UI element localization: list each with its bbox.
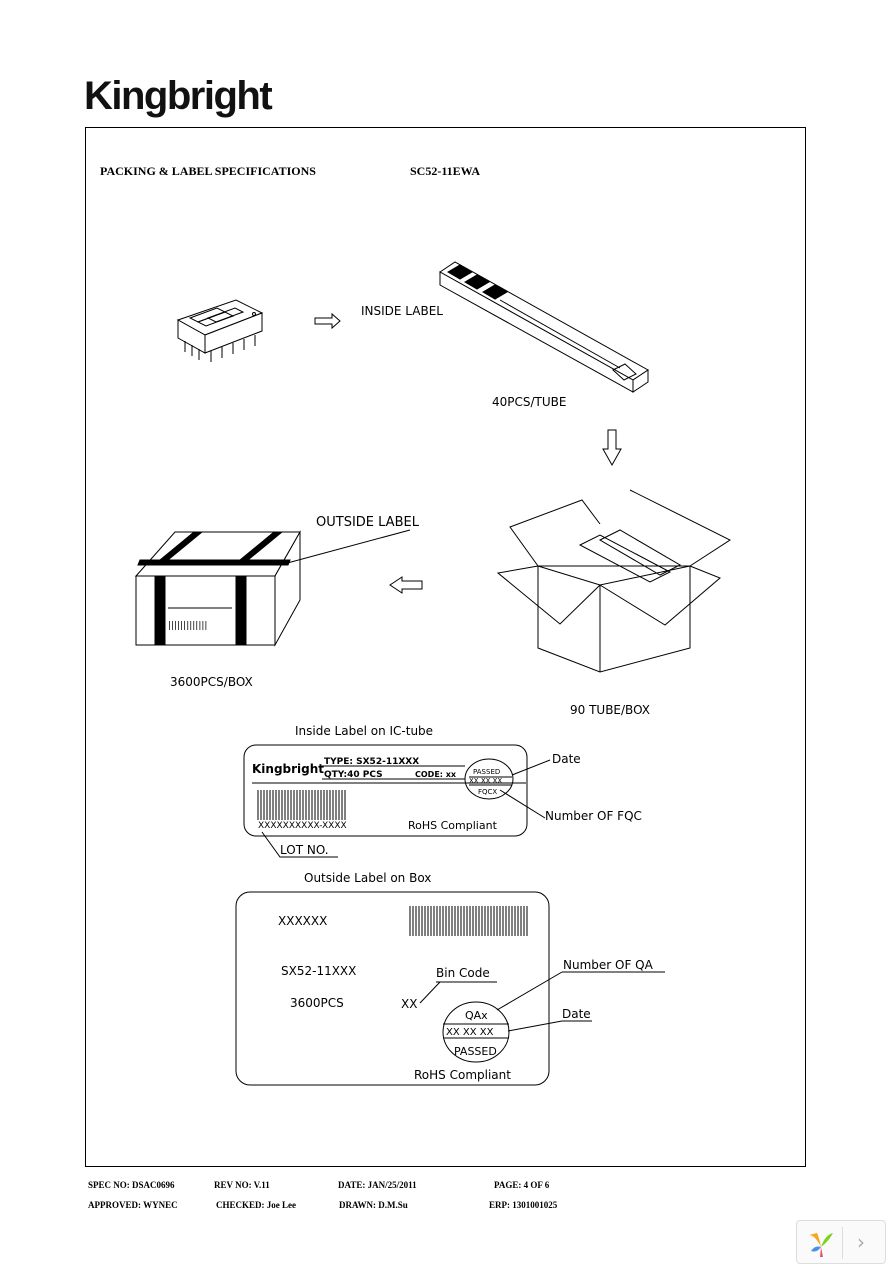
footer-checked: CHECKED: Joe Lee — [216, 1200, 296, 1210]
footer-rev-no: REV NO: V.11 — [214, 1180, 270, 1190]
kingbright-logo: Kingbright — [84, 74, 273, 118]
footer-approved: APPROVED: WYNEC — [88, 1200, 178, 1210]
tube-qty: 40PCS/TUBE — [492, 395, 566, 409]
lot-value: XXXXXXXXXX-XXXX — [258, 821, 347, 831]
fqc-stamp — [464, 758, 514, 800]
page-viewer-nav: › — [796, 1220, 886, 1264]
inside-label-type: TYPE: SX52-11XXX — [324, 757, 419, 767]
footer-date: DATE: JAN/25/2011 — [338, 1180, 417, 1190]
inside-label-brand: Kingbright — [252, 762, 324, 776]
arrow-right-icon — [314, 312, 341, 330]
inside-label-callout: INSIDE LABEL — [361, 304, 443, 318]
tube-label-marks: ||||||||||||| — [168, 621, 207, 631]
outside-date-callout: Date — [562, 1007, 591, 1021]
outside-rohs: RoHS Compliant — [414, 1068, 511, 1082]
tube-icon — [439, 261, 649, 393]
fqc-stamp-date: XX XX XX — [469, 777, 502, 785]
qa-stamp-bottom: PASSED — [454, 1045, 497, 1058]
footer-page: PAGE: 4 OF 6 — [494, 1180, 550, 1190]
outside-barcode — [409, 906, 528, 936]
lot-callout: LOT NO. — [280, 843, 329, 857]
box-qty: 3600PCS/BOX — [170, 675, 253, 689]
footer-drawn: DRAWN: D.M.Su — [339, 1200, 408, 1210]
outside-qty: 3600PCS — [290, 996, 344, 1010]
part-number: SC52-11EWA — [410, 164, 481, 178]
arrow-left-icon — [389, 576, 423, 594]
outside-label-callout: OUTSIDE LABEL — [316, 515, 420, 530]
display-component — [176, 299, 264, 362]
footer-erp: ERP: 1301001025 — [489, 1200, 558, 1210]
inside-label-qty: QTY:40 PCS — [324, 770, 383, 780]
fqc-stamp-bottom: FQCX — [478, 788, 497, 796]
bin-code-callout: Bin Code — [436, 966, 490, 980]
open-box-icon — [496, 489, 732, 673]
arrow-down-icon — [602, 429, 622, 467]
spec-title: PACKING & LABEL SPECIFICATIONS — [100, 164, 316, 178]
tube-per-box: 90 TUBE/BOX — [570, 703, 650, 717]
viewer-divider — [842, 1227, 843, 1259]
qa-stamp-top: QAx — [465, 1009, 488, 1022]
inside-barcode — [257, 790, 346, 820]
inside-label-card — [243, 744, 528, 837]
outside-label-card — [235, 891, 550, 1086]
outside-part: SX52-11XXX — [281, 964, 356, 978]
closed-box-icon — [134, 529, 411, 647]
outside-code: XXXXXX — [278, 914, 327, 928]
qa-callout: Number OF QA — [563, 958, 654, 972]
bin-value: XX — [401, 997, 417, 1011]
spec-frame — [85, 127, 806, 1167]
inside-label-code: CODE: xx — [415, 770, 457, 779]
inside-date-callout: Date — [552, 752, 581, 766]
inside-label-heading: Inside Label on IC-tube — [295, 724, 433, 738]
qa-stamp — [442, 1001, 510, 1063]
footer-spec-no: SPEC NO: DSAC0696 — [88, 1180, 175, 1190]
outside-label-heading: Outside Label on Box — [304, 871, 431, 885]
fqc-stamp-top: PASSED — [473, 768, 500, 776]
fqc-callout: Number OF FQC — [545, 809, 642, 823]
viewer-logo-icon — [809, 1233, 833, 1257]
next-page-button[interactable]: › — [857, 1230, 865, 1254]
inside-rohs: RoHS Compliant — [408, 819, 498, 832]
qa-stamp-date: XX XX XX — [446, 1027, 494, 1038]
